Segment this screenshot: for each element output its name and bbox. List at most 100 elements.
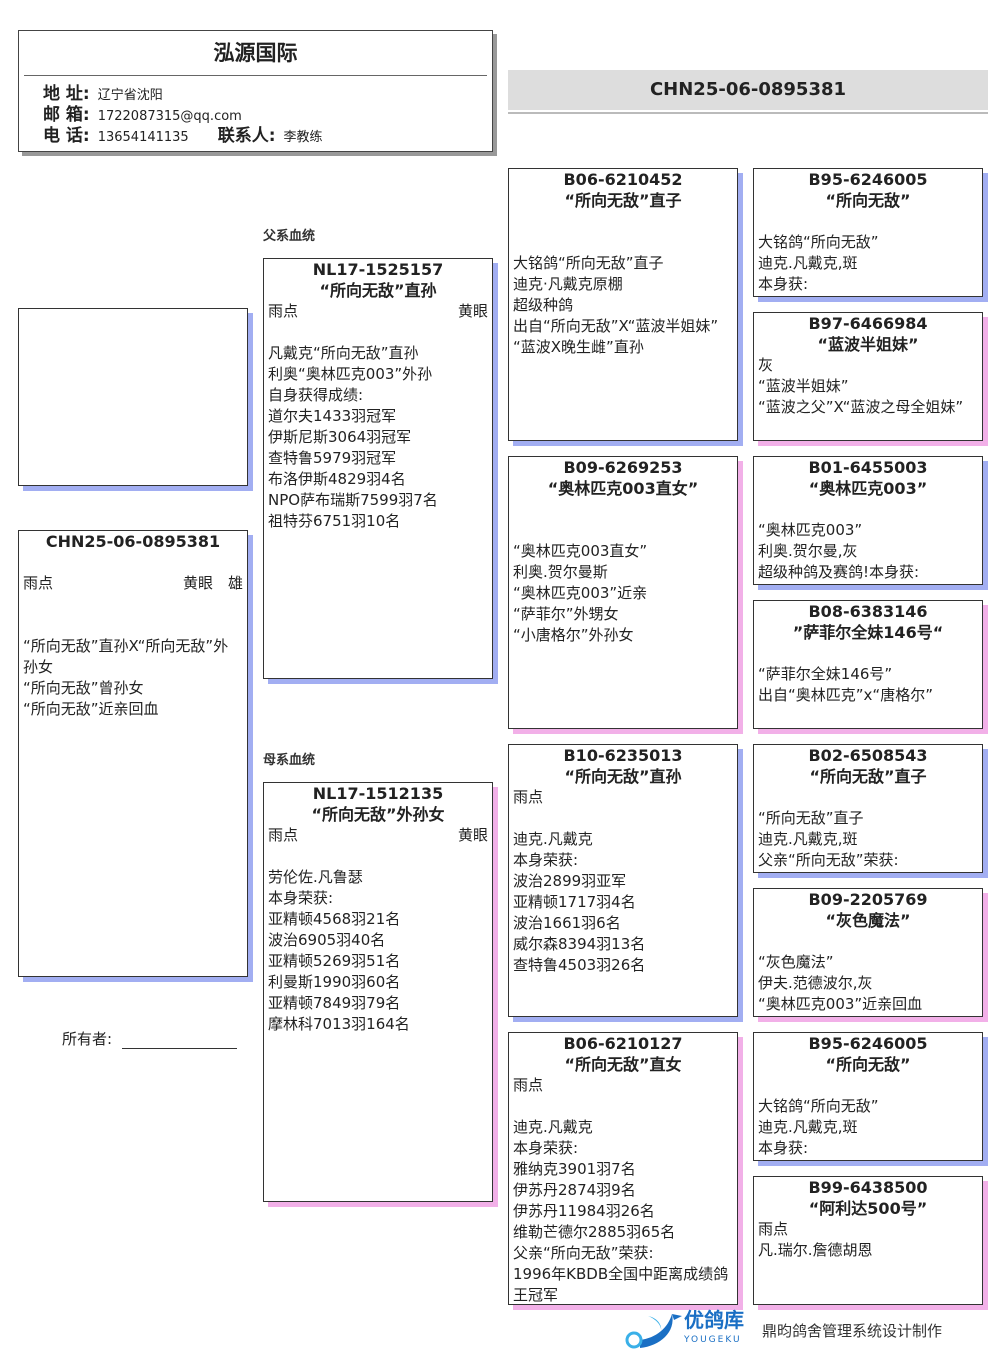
info-line: 迪克.凡戴克 bbox=[513, 830, 593, 848]
address-label: 地 址: bbox=[43, 84, 90, 104]
info-line: 道尔夫1433羽冠军 bbox=[268, 407, 397, 425]
pedigree-card-ddd: B99-6438500 “阿利达500号” 雨点凡.瑞尔.詹德胡恩 bbox=[753, 1176, 983, 1305]
owner-field: 所有者: bbox=[62, 1028, 238, 1049]
pigeon-name: “灰色魔法” bbox=[825, 911, 911, 930]
pedigree-card-sire: NL17-1525157“所向无敌”直孙雨点黄眼凡戴克“所向无敌”直孙利奥“奥林… bbox=[263, 258, 493, 679]
photo-box bbox=[18, 308, 248, 486]
ring-number: B06-6210127 bbox=[563, 1034, 683, 1053]
info-line bbox=[758, 1075, 978, 1096]
info-line: “所向无敌”直孙X“所向无敌”外孙女 bbox=[23, 637, 229, 676]
ring-number: B08-6383146 bbox=[808, 602, 928, 621]
info-line: 威尔森8394羽13名 bbox=[513, 935, 646, 953]
plumage-color: 雨点 bbox=[268, 826, 299, 844]
info-line: 迪克.凡戴克 bbox=[513, 1118, 593, 1136]
info-line bbox=[758, 499, 978, 520]
ring-number: B10-6235013 bbox=[563, 746, 683, 765]
info-line bbox=[23, 615, 243, 636]
pigeon-name: “所向无敌”直孙 bbox=[564, 767, 682, 786]
pedigree-card-dam: NL17-1512135“所向无敌”外孙女雨点黄眼劳伦佐.凡鲁瑟本身荣获:亚精顿… bbox=[263, 782, 493, 1202]
info-line: 超级种鸽 bbox=[513, 296, 574, 314]
owner-line bbox=[122, 1032, 238, 1049]
color-eye-row: 雨点黄眼 bbox=[268, 301, 488, 322]
info-line: 本身荣获: bbox=[513, 851, 579, 869]
info-line: “蓝波X晚生雌”直孙 bbox=[513, 338, 644, 356]
pedigree-card-ds: B10-6235013 “所向无敌”直孙雨点迪克.凡戴克本身荣获: 波治2899羽亚… bbox=[508, 744, 738, 1017]
ring-number: B09-2205769 bbox=[808, 890, 928, 909]
pedigree-card-ss: B06-6210452“所向无敌”直子大铭鸽“所向无敌”直子迪克·凡戴克原棚超级… bbox=[508, 168, 738, 441]
info-line bbox=[23, 594, 243, 615]
info-line bbox=[513, 520, 733, 541]
pedigree-card-dsd: B09-2205769“灰色魔法”“灰色魔法”伊夫.范德波尔,灰“奥林匹克003… bbox=[753, 888, 983, 1017]
contact: 李教练 bbox=[283, 130, 323, 145]
made-by: 鼎昀鸽舍管理系统设计制作 bbox=[762, 1321, 943, 1340]
pedigree-card-subject: CHN25-06-0895381 雨点 黄眼 雄 “所向无敌”直孙X“所向无敌”外孙女… bbox=[18, 530, 248, 977]
pigeon-name: “所向无敌”直孙 bbox=[319, 281, 437, 300]
info-line: 本身荣获: bbox=[513, 1139, 579, 1157]
info-line: “灰色魔法” bbox=[758, 953, 834, 971]
divider bbox=[24, 75, 487, 76]
info-line: 伊斯尼斯3064羽冠军 bbox=[268, 428, 412, 446]
brand-name: 优鸽库 bbox=[684, 1308, 744, 1332]
phone: 13654141135 bbox=[97, 130, 189, 145]
ring-number-banner: CHN25-06-0895381 bbox=[508, 70, 988, 112]
info-line: 雨点 bbox=[513, 788, 544, 806]
info-line: 伊苏丹11984羽26名 bbox=[513, 1202, 655, 1220]
info-line: “所向无敌”曾孙女 bbox=[23, 679, 144, 697]
info-line: 大铭鸽“所向无敌” bbox=[758, 1097, 879, 1115]
pedigree-card-sd: B09-6269253“奥林匹克003直女”“奥林匹克003直女”利奥.贺尔曼斯… bbox=[508, 456, 738, 729]
info-line: 凡.瑞尔.詹德胡恩 bbox=[758, 1241, 873, 1259]
ring-number: B97-6466984 bbox=[808, 314, 928, 333]
info-line: 雨点 bbox=[758, 1220, 789, 1238]
info-line bbox=[513, 499, 733, 520]
info-line bbox=[513, 211, 733, 232]
info-line: “所向无敌”直子 bbox=[758, 809, 864, 827]
info-line: 灰 bbox=[758, 356, 774, 374]
info-line: “萨菲尔”外甥女 bbox=[513, 605, 619, 623]
pedigree-card-sss: B95-6246005“所向无敌”大铭鸽“所向无敌”迪克.凡戴克,斑本身获: bbox=[753, 168, 983, 297]
info-line: 迪克.凡戴克,斑 bbox=[758, 830, 858, 848]
plumage-color: 雨点 bbox=[23, 574, 54, 592]
info-line: 利奥.贺尔曼斯 bbox=[513, 563, 608, 581]
pedigree-card-dds: B95-6246005“所向无敌”大铭鸽“所向无敌”迪克.凡戴克,斑本身获: bbox=[753, 1032, 983, 1161]
ring-number: B01-6455003 bbox=[808, 458, 928, 477]
color-eye-row: 雨点黄眼 bbox=[268, 825, 488, 846]
pigeon-name: “阿利达500号” bbox=[808, 1199, 928, 1218]
dam-line-label: 母系血统 bbox=[263, 753, 316, 768]
info-line: 亚精顿4568羽21名 bbox=[268, 910, 401, 928]
ring-number: NL17-1525157 bbox=[312, 260, 444, 279]
ring-number: B99-6438500 bbox=[808, 1178, 928, 1197]
eye-sex: 黄眼 雄 bbox=[182, 574, 243, 592]
info-line: 波治2899羽亚军 bbox=[513, 872, 627, 890]
pigeon-name: “所向无敌”直子 bbox=[564, 191, 682, 210]
info-line: 维勒芒德尔2885羽65名 bbox=[513, 1223, 676, 1241]
info-line: 利奥.贺尔曼,灰 bbox=[758, 542, 858, 560]
pigeon-name: “所向无敌”外孙女 bbox=[311, 805, 445, 824]
info-line: 父亲“所向无敌”荣获: bbox=[513, 1244, 654, 1262]
info-line: “小唐格尔”外孙女 bbox=[513, 626, 634, 644]
pigeon-name: “所向无敌” bbox=[825, 191, 911, 210]
info-line bbox=[268, 322, 488, 343]
info-line: NPO萨布瑞斯7599羽7名 bbox=[268, 491, 438, 509]
info-line: 本身获: bbox=[758, 1139, 809, 1157]
info-line: 祖特芬6751羽10名 bbox=[268, 512, 401, 530]
pigeon-name: “所向无敌” bbox=[825, 1055, 911, 1074]
info-line: “蓝波半姐妹” bbox=[758, 377, 849, 395]
info-line: 迪克.凡戴克,斑 bbox=[758, 254, 858, 272]
ring-number: CHN25-06-0895381 bbox=[45, 532, 221, 551]
info-line: “奥林匹克003”近亲回血 bbox=[758, 995, 923, 1013]
spacer bbox=[23, 552, 243, 573]
info-line: “奥林匹克003”近亲 bbox=[513, 584, 648, 602]
ring-number: B95-6246005 bbox=[808, 1034, 928, 1053]
info-line: 利曼斯1990羽60名 bbox=[268, 973, 401, 991]
phone-label: 电 话: bbox=[43, 126, 90, 146]
info-line bbox=[758, 931, 978, 952]
pedigree-card-dss: B02-6508543“所向无敌”直子“所向无敌”直子迪克.凡戴克,斑父亲“所向… bbox=[753, 744, 983, 873]
ring-number: B02-6508543 bbox=[808, 746, 928, 765]
info-line: 查特鲁5979羽冠军 bbox=[268, 449, 397, 467]
owner-label: 所有者: bbox=[62, 1030, 113, 1048]
pigeon-name: “奥林匹克003” bbox=[808, 479, 928, 498]
pedigree-card-sds: B01-6455003“奥林匹克003”“奥林匹克003”利奥.贺尔曼,灰超级种… bbox=[753, 456, 983, 585]
address: 辽宁省沈阳 bbox=[97, 88, 163, 103]
info-line bbox=[513, 808, 733, 829]
